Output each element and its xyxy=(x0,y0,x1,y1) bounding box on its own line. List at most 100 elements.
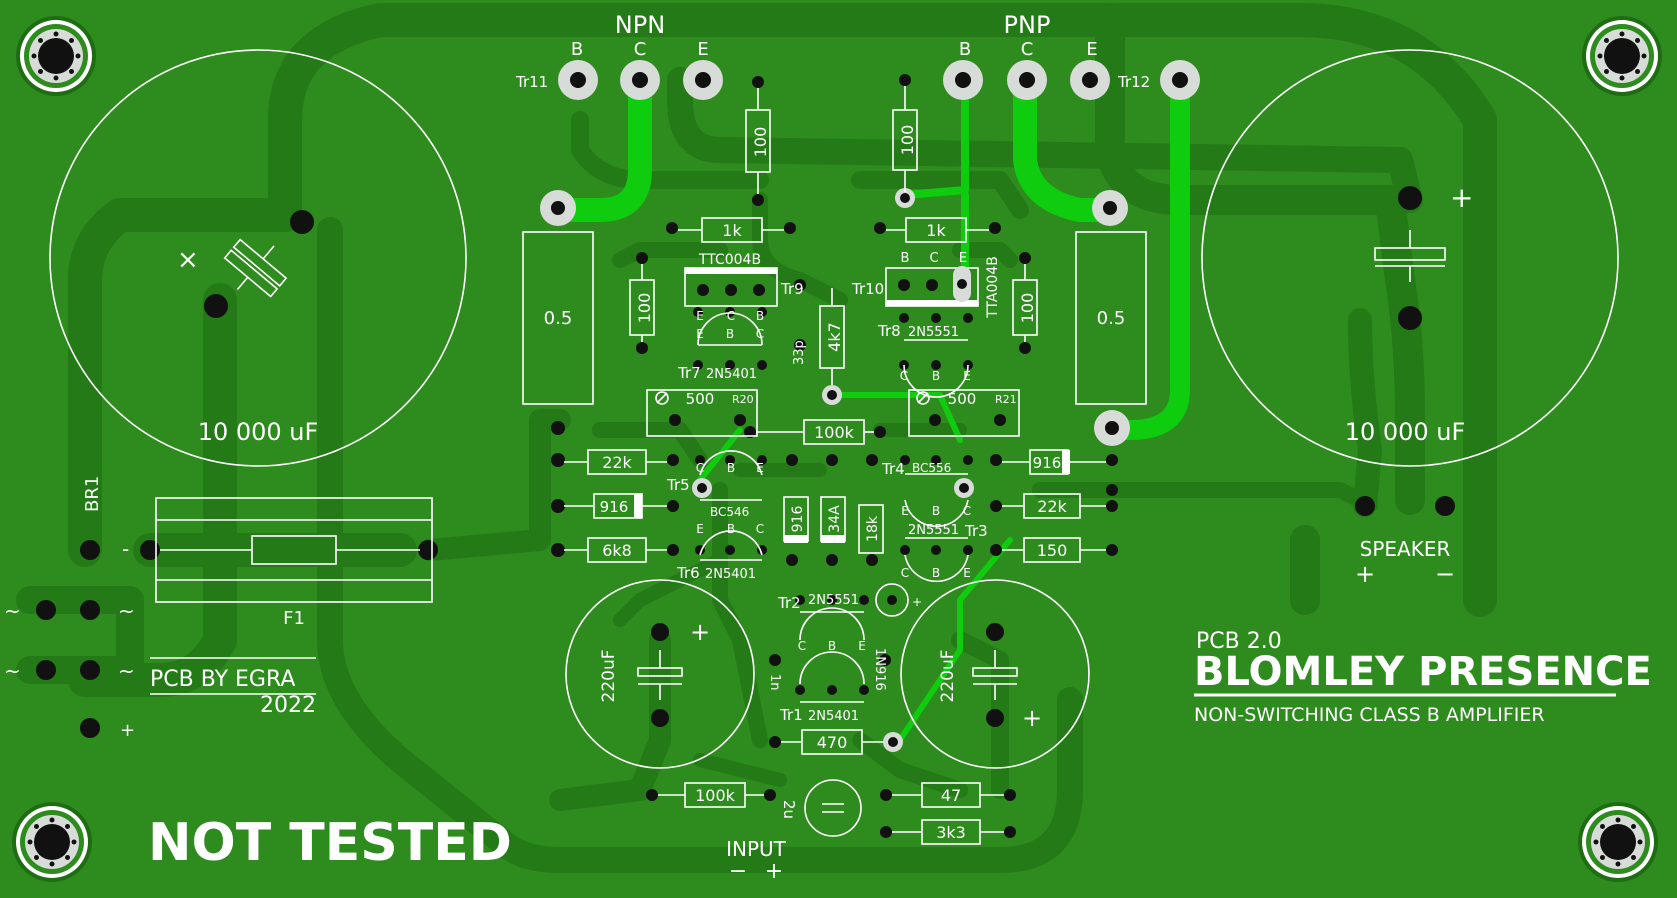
tr6-label: Tr6 xyxy=(676,564,700,582)
capacitor-right-outline xyxy=(1201,49,1619,467)
pot-r20-value: 500 xyxy=(686,390,715,408)
speaker-plus: + xyxy=(1355,560,1375,588)
tr1-part-label: 2N5401 xyxy=(808,709,859,724)
input-plus: + xyxy=(765,859,783,884)
r470-label: 470 xyxy=(817,733,848,752)
svg-text:E: E xyxy=(959,251,967,266)
r100-mid-right-label: 100 xyxy=(1018,293,1037,324)
r-0-5-right-label: 0.5 xyxy=(1097,308,1126,329)
svg-text:B: B xyxy=(901,251,910,266)
svg-text:E: E xyxy=(963,566,971,580)
tr6-part-label: 2N5401 xyxy=(705,567,756,582)
cap-2u-outline xyxy=(804,779,862,837)
input-minus: − xyxy=(729,859,747,884)
bridge-rectifier-outline xyxy=(155,497,433,603)
svg-text:C: C xyxy=(756,522,764,536)
capacitor-right-symbol xyxy=(1374,230,1446,282)
tr8-label: Tr8 xyxy=(877,322,901,340)
r150-label: 150 xyxy=(1037,541,1068,560)
pot-r20 xyxy=(646,389,758,437)
tr7-label: Tr7 xyxy=(677,364,701,382)
svg-text:~: ~ xyxy=(4,659,21,683)
tr7-part-label: 2N5401 xyxy=(706,367,757,382)
br-plus-label: + xyxy=(120,720,135,741)
pnp-pin-c: C xyxy=(1021,39,1034,60)
svg-text:~: ~ xyxy=(4,599,21,623)
d1n916-label: 1N916 xyxy=(872,648,887,691)
component-pads xyxy=(36,74,1455,838)
r100k-mid-label: 100k xyxy=(814,423,855,442)
npn-pin-b: B xyxy=(571,39,583,60)
svg-text:C: C xyxy=(798,639,806,653)
pad-cap-left-b xyxy=(204,294,228,318)
polarity-x-mark: × xyxy=(177,245,199,275)
pot-r20-label: R20 xyxy=(732,393,754,406)
svg-text:+: + xyxy=(690,618,710,646)
pad-cap-right-a xyxy=(1398,186,1422,210)
tr5-part-label: BC546 xyxy=(710,505,749,519)
svg-text:C: C xyxy=(963,504,971,518)
led-outline xyxy=(875,583,909,617)
svg-text:~: ~ xyxy=(118,659,135,683)
tr8-outline xyxy=(903,364,969,398)
svg-text:B: B xyxy=(727,461,735,475)
cap-220uf-left-label: 220uF xyxy=(599,649,619,702)
r18k-label: 18k xyxy=(865,515,881,542)
cap-left-label: 10 000 uF xyxy=(198,418,319,446)
r6k8-label: 6k8 xyxy=(602,541,632,560)
tr3-label: Tr3 xyxy=(964,522,988,540)
tr4-label: Tr4 xyxy=(881,460,905,478)
tr3-part-label: 2N5551 xyxy=(908,523,959,538)
mounting-hole-top-right xyxy=(1582,16,1662,96)
tr9-part-label: TTC004B xyxy=(698,252,761,268)
not-tested-label: NOT TESTED xyxy=(148,813,512,873)
c33p-label: 33p xyxy=(792,340,807,365)
r100-top-left-label: 100 xyxy=(751,127,770,158)
svg-text:E: E xyxy=(696,522,704,536)
mounting-hole-top-left xyxy=(16,16,96,96)
pad-cap-left-a xyxy=(290,210,314,234)
svg-text:E: E xyxy=(756,461,764,475)
pnp-pin-e: E xyxy=(1086,39,1097,60)
svg-text:B: B xyxy=(932,504,940,518)
npn-label: NPN xyxy=(615,11,665,39)
tr3-outline xyxy=(904,554,969,583)
tr5-label: Tr5 xyxy=(666,476,690,494)
cap-right-label: 10 000 uF xyxy=(1345,418,1466,446)
svg-text:+: + xyxy=(912,595,922,609)
pcb-by-label: PCB BY EGRA xyxy=(150,667,295,692)
pot-r21-label: R21 xyxy=(995,393,1017,406)
r916-vertical-label: 916 xyxy=(790,506,806,533)
svg-text:B: B xyxy=(727,522,735,536)
tr4-part-label: BC556 xyxy=(912,461,951,475)
svg-text:E: E xyxy=(858,639,866,653)
r100-mid-left-label: 100 xyxy=(635,293,654,324)
tr8-part-label: 2N5551 xyxy=(908,325,959,340)
cap-2u-label: 2u xyxy=(780,800,798,819)
capacitor-left-symbol xyxy=(223,238,288,298)
tr1-outline xyxy=(799,651,865,685)
r1k-left-label: 1k xyxy=(722,221,742,240)
tr5-outline xyxy=(699,450,763,476)
svg-text:E: E xyxy=(963,369,971,383)
tr12-label: Tr12 xyxy=(1117,73,1150,91)
board-title: BLOMLEY PRESENCE xyxy=(1194,649,1652,695)
cap-220uf-right-outline xyxy=(900,579,1090,769)
r916-left-label: 916 xyxy=(600,498,629,516)
tr2-outline xyxy=(799,607,865,641)
r22k-right-label: 22k xyxy=(1037,497,1067,516)
tr11-label: Tr11 xyxy=(515,73,548,91)
tr2-label: Tr2 xyxy=(777,594,801,612)
svg-text:B: B xyxy=(726,327,734,341)
svg-text:B: B xyxy=(828,639,836,653)
capacitor-left-outline xyxy=(49,49,467,467)
br-minus-label: - xyxy=(122,537,129,561)
br1-label: BR1 xyxy=(82,476,103,512)
svg-text:B: B xyxy=(932,369,940,383)
r47-label: 47 xyxy=(941,786,961,805)
mounting-hole-bottom-right xyxy=(1578,802,1658,882)
tr4-outline xyxy=(904,499,969,528)
fuse-f1-label: F1 xyxy=(283,608,305,629)
speaker-minus: − xyxy=(1435,560,1455,588)
